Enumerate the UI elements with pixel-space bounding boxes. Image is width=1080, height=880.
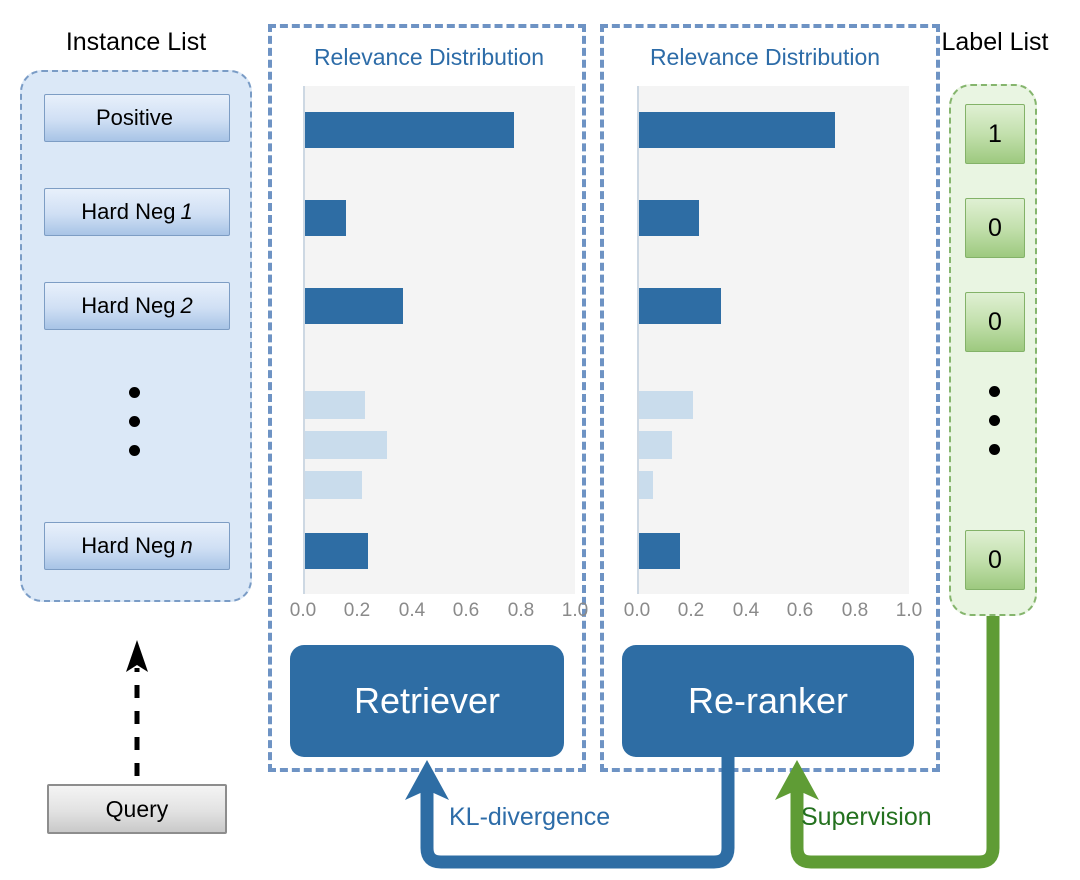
chart-2-bar-5 [639, 471, 653, 499]
kl-divergence-label: KL-divergence [449, 803, 611, 831]
label-list-title: Label List [941, 28, 1049, 56]
instance-item-positive[interactable]: Positive [44, 94, 230, 142]
instance-list-ellipsis [129, 387, 140, 456]
ellipsis-dot [989, 386, 1000, 397]
ellipsis-dot [989, 415, 1000, 426]
label-list-panel: 1 0 0 0 [949, 84, 1037, 616]
chart-1-bar-2 [305, 288, 403, 324]
chart-2-tick: 0.6 [786, 600, 814, 621]
chart-1-bar-4 [305, 431, 387, 459]
query-label: Query [105, 795, 169, 822]
chart-1-bar-0 [305, 112, 515, 148]
chart-1-bar-3 [305, 391, 365, 419]
chart-2-bar-3 [639, 391, 694, 419]
chart-2-y-axis [637, 86, 639, 594]
instance-item-index: n [180, 533, 193, 558]
reranker-frame [600, 24, 940, 772]
chart-1-bar-6 [305, 533, 368, 569]
chart-1-tick: 0.2 [343, 600, 371, 621]
label-item-1[interactable]: 0 [965, 198, 1025, 258]
chart-2-title: Relevance Distribution [649, 44, 881, 70]
retriever-label: Retriever [353, 680, 501, 721]
instance-list-title: Instance List [65, 28, 207, 56]
label-item-3[interactable]: 0 [965, 530, 1025, 590]
chart-1-plot-area [303, 86, 575, 594]
chart-2-bar-1 [639, 200, 699, 236]
chart-2-tick: 0.8 [841, 600, 869, 621]
ellipsis-dot [129, 445, 140, 456]
chart-2-tick: 1.0 [895, 600, 923, 621]
chart-1-tick: 0.4 [398, 600, 426, 621]
instance-item-label: Hard Neg [81, 533, 176, 558]
reranker-box[interactable]: Re-ranker [622, 645, 914, 757]
chart-1-tick: 0.0 [289, 600, 317, 621]
label-item-value: 0 [988, 307, 1002, 336]
label-list-ellipsis [989, 386, 1000, 455]
ellipsis-dot [129, 387, 140, 398]
chart-2-plot-area [637, 86, 909, 594]
chart-2-bar-2 [639, 288, 721, 324]
instance-item-index: 2 [180, 293, 193, 318]
instance-list-panel: Positive Hard Neg 1 Hard Neg 2 Hard Neg … [20, 70, 252, 602]
chart-2-bar-4 [639, 431, 672, 459]
instance-item-hard-neg-2[interactable]: Hard Neg 2 [44, 282, 230, 330]
label-item-value: 0 [988, 213, 1002, 242]
reranker-label: Re-ranker [687, 680, 849, 721]
chart-2-bar-6 [639, 533, 680, 569]
chart-1-title: Relevance Distribution [313, 44, 545, 70]
chart-1-x-ticks: 0.0 0.2 0.4 0.6 0.8 1.0 [290, 600, 588, 624]
chart-2-tick: 0.0 [623, 600, 651, 621]
chart-1-bar-5 [305, 471, 363, 499]
supervision-label: Supervision [801, 803, 932, 831]
retriever-box[interactable]: Retriever [290, 645, 564, 757]
ellipsis-dot [129, 416, 140, 427]
chart-1-tick: 0.6 [452, 600, 480, 621]
chart-2-x-ticks: 0.0 0.2 0.4 0.6 0.8 1.0 [624, 600, 922, 624]
label-item-0[interactable]: 1 [965, 104, 1025, 164]
chart-2-bar-0 [639, 112, 835, 148]
query-arrow-icon [126, 640, 148, 776]
chart-1-tick: 1.0 [561, 600, 589, 621]
chart-2-tick: 0.4 [732, 600, 760, 621]
label-item-2[interactable]: 0 [965, 292, 1025, 352]
instance-item-label: Hard Neg [81, 293, 176, 318]
query-box[interactable]: Query [47, 784, 227, 834]
ellipsis-dot [989, 444, 1000, 455]
chart-1-tick: 0.8 [507, 600, 535, 621]
label-item-value: 0 [988, 545, 1002, 574]
chart-1-y-axis [303, 86, 305, 594]
instance-item-hard-neg-1[interactable]: Hard Neg 1 [44, 188, 230, 236]
chart-1-bar-1 [305, 200, 346, 236]
instance-item-label: Positive [95, 105, 174, 130]
label-item-value: 1 [988, 119, 1002, 148]
chart-2-tick: 0.2 [677, 600, 705, 621]
instance-item-hard-neg-n[interactable]: Hard Neg n [44, 522, 230, 570]
instance-item-label: Hard Neg [81, 199, 176, 224]
instance-item-index: 1 [180, 199, 193, 224]
